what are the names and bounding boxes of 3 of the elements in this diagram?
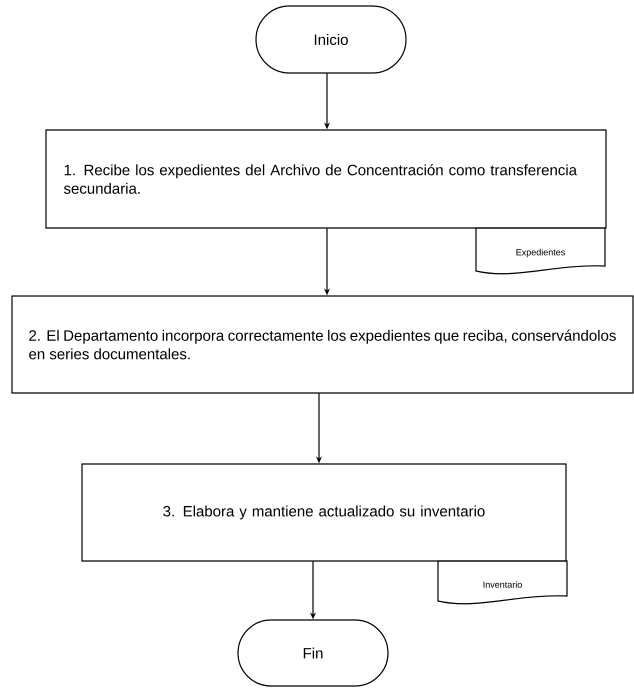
- process-box: 2. El Departamento incorpora correctamente los expedientes que reciba, conservándolos en series documentales.: [11, 295, 634, 394]
- process-box: 1. Recibe los expedientes del Archivo de Concentración como transferencia secundaria.: [45, 129, 607, 229]
- process-box: 3. Elabora y mantiene actualizado su inventario: [81, 463, 567, 562]
